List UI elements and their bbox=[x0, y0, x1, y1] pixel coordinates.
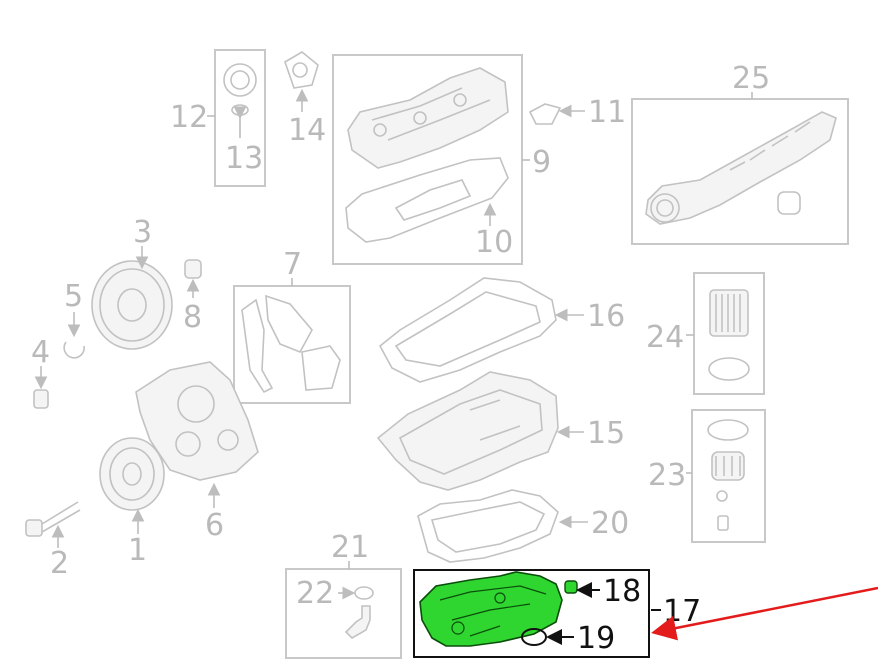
callout-9[interactable]: 9 bbox=[532, 145, 551, 180]
group-23-filter-cap[interactable] bbox=[686, 409, 766, 543]
part-20-oil-pan-gasket-lower[interactable] bbox=[417, 489, 588, 563]
part-6-timing-case[interactable] bbox=[135, 361, 259, 508]
part-18-drain-plug[interactable] bbox=[564, 580, 578, 594]
callout-6[interactable]: 6 bbox=[205, 508, 224, 543]
callout-12[interactable]: 12 bbox=[170, 100, 208, 135]
group-12-oil-filler-seal[interactable] bbox=[207, 49, 266, 187]
part-3-pulley[interactable] bbox=[91, 246, 173, 350]
callout-5[interactable]: 5 bbox=[64, 279, 83, 314]
part-14-flange-gasket[interactable] bbox=[284, 51, 319, 112]
group-7-timing-gaskets[interactable] bbox=[233, 278, 351, 404]
callout-14[interactable]: 14 bbox=[288, 113, 326, 148]
part-4-bolt[interactable] bbox=[33, 366, 49, 409]
callout-2[interactable]: 2 bbox=[50, 546, 69, 581]
callout-11[interactable]: 11 bbox=[588, 95, 626, 130]
callout-8[interactable]: 8 bbox=[183, 300, 202, 335]
red-pointer-arrow bbox=[651, 586, 878, 641]
callout-22[interactable]: 22 bbox=[296, 576, 334, 611]
group-21-oil-sensor[interactable] bbox=[285, 561, 402, 659]
callout-24[interactable]: 24 bbox=[646, 320, 684, 355]
part-2-central-bolt[interactable] bbox=[25, 501, 81, 548]
group-24-oil-filter[interactable] bbox=[686, 272, 765, 395]
part-15-oil-pan[interactable] bbox=[376, 371, 584, 491]
callout-10[interactable]: 10 bbox=[475, 225, 513, 260]
group-17-frame bbox=[413, 569, 650, 658]
callout-18[interactable]: 18 bbox=[603, 574, 641, 609]
callout-16[interactable]: 16 bbox=[587, 299, 625, 334]
callout-15[interactable]: 15 bbox=[587, 416, 625, 451]
group-17-lower-oil-pan[interactable] bbox=[413, 569, 661, 658]
group-9-valve-cover[interactable] bbox=[332, 54, 530, 265]
callout-13[interactable]: 13 bbox=[225, 141, 263, 176]
callout-20[interactable]: 20 bbox=[591, 506, 629, 541]
part-11-gasket[interactable] bbox=[528, 103, 585, 125]
callout-7[interactable]: 7 bbox=[283, 247, 302, 282]
group-25-intake-manifold[interactable] bbox=[631, 92, 849, 245]
callout-21[interactable]: 21 bbox=[331, 530, 369, 565]
callout-3[interactable]: 3 bbox=[133, 215, 152, 250]
callout-23[interactable]: 23 bbox=[648, 458, 686, 493]
part-8-plug[interactable] bbox=[184, 259, 202, 298]
part-5-snap-ring[interactable] bbox=[63, 312, 85, 359]
callout-1[interactable]: 1 bbox=[128, 533, 147, 568]
part-16-oil-pan-gasket[interactable] bbox=[378, 277, 584, 383]
part-17-highlight[interactable] bbox=[419, 571, 563, 647]
callout-19[interactable]: 19 bbox=[577, 621, 615, 656]
callout-25[interactable]: 25 bbox=[732, 61, 770, 96]
callout-4[interactable]: 4 bbox=[31, 335, 50, 370]
part-1-damper[interactable] bbox=[99, 437, 165, 534]
